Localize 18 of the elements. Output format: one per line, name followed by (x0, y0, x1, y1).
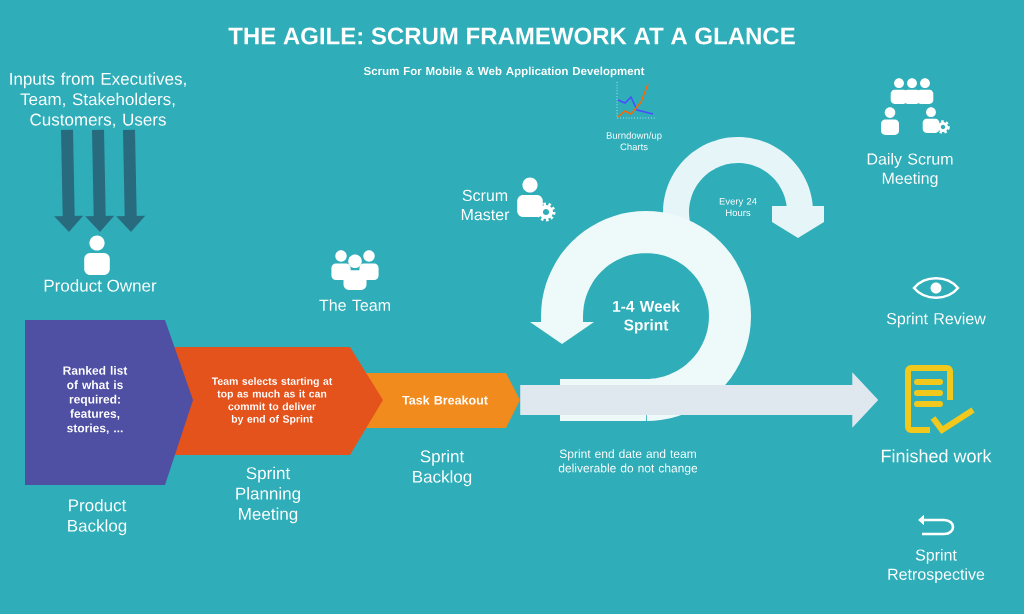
label-text: Scrum For Mobile & Web Application Development (363, 66, 645, 78)
node-caption: Sprint Planning Meeting (236, 466, 300, 524)
node-label: Finished work (881, 449, 992, 463)
step-banner: Ranked list of what is required: features, stories, ... (25, 320, 193, 485)
node-label: Product Owner (44, 279, 157, 292)
input-text: Inputs from Executives, Team, Stakeholders, Customers, Users (10, 72, 186, 128)
label-text: Sprint Review (886, 312, 986, 328)
title: THE AGILE: SCRUM FRAMEWORK AT A GLANCE (228, 27, 795, 45)
label-text: 1-4 Week Sprint (613, 300, 680, 334)
label-text: Burndown/up Charts (606, 131, 662, 151)
node-caption: Sprint Backlog (413, 449, 472, 487)
label-text: Sprint Retrospective (888, 548, 985, 584)
label-text: Every 24 Hours (719, 197, 757, 217)
label-text: Scrum Master (461, 189, 510, 221)
label-text: Daily Scrum Meeting (867, 152, 953, 188)
label-text: The Team (319, 299, 390, 311)
label-text: Sprint end date and team deliverable do not change (558, 449, 698, 475)
node-caption: Product Backlog (68, 498, 127, 536)
